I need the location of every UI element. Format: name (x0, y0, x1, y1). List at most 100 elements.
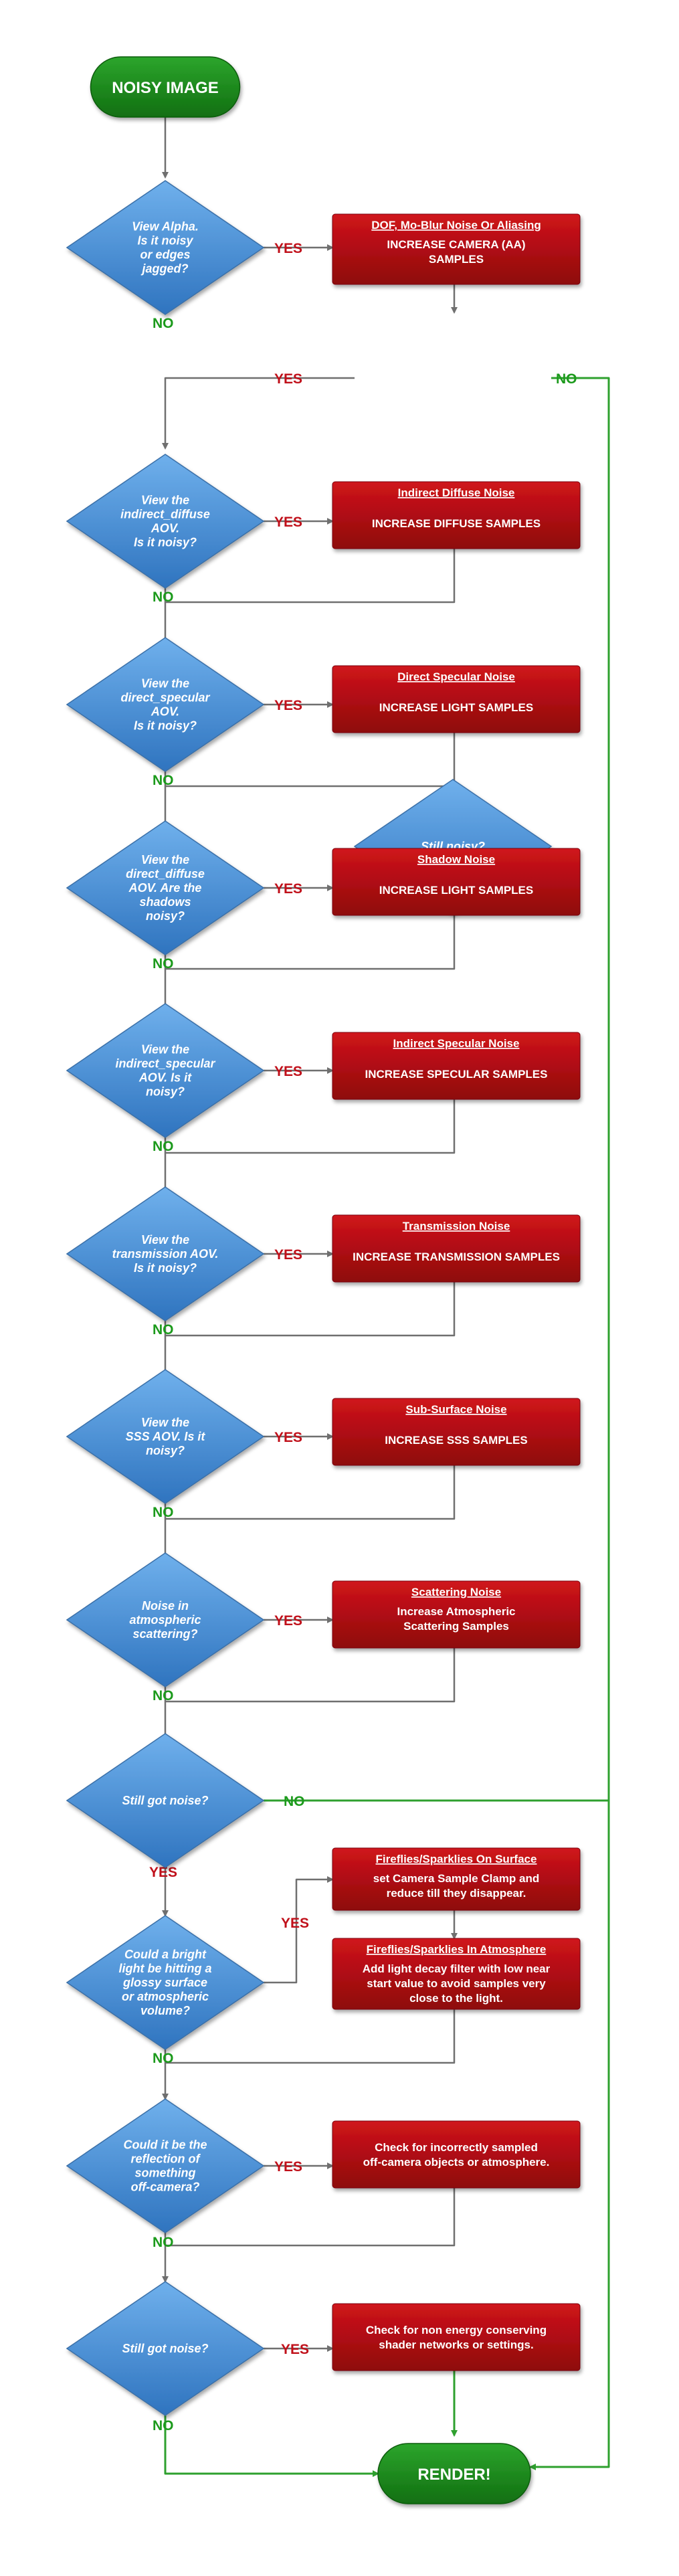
decision-text: Is it noisy? (134, 1261, 197, 1275)
no-label: NO (153, 1505, 174, 1520)
decision-text: reflection of (130, 2152, 201, 2166)
decision-text: SSS AOV. Is it (126, 1430, 206, 1443)
action-text: shader networks or settings. (379, 2338, 533, 2351)
yes-label: YES (274, 1247, 302, 1263)
no-label: NO (153, 1139, 174, 1154)
flow-connector (165, 1648, 456, 1703)
decision-diamond (66, 637, 265, 772)
yes-label: YES (274, 2159, 302, 2175)
no-label: NO (153, 2051, 174, 2066)
flow-connector (165, 915, 456, 970)
start-terminal-label: NOISY IMAGE (112, 79, 219, 97)
action-box: Check for incorrectly sampledoff-camera … (332, 2120, 581, 2189)
yes-label: YES (274, 515, 302, 530)
no-label: NO (153, 773, 174, 788)
flow-connector (165, 2009, 456, 2064)
no-label: NO (284, 1794, 305, 1809)
action-box-body (332, 1847, 581, 1911)
decision-text: or atmospheric (122, 1990, 209, 2003)
action-title: Indirect Specular Noise (393, 1037, 520, 1050)
action-text: Check for non energy conserving (366, 2324, 547, 2336)
decision-text: AOV. Are the (128, 881, 202, 895)
decision-text: Still got noise? (122, 2342, 209, 2355)
end-terminal: RENDER! (377, 2443, 531, 2504)
action-text: Increase Atmospheric (397, 1605, 516, 1618)
decision-text: View the (141, 1043, 189, 1056)
decision-text: Still got noise? (122, 1794, 209, 1807)
yes-label: YES (274, 698, 302, 713)
flow-connector (165, 1465, 456, 1520)
action-title: Transmission Noise (403, 1220, 510, 1232)
decision-diamond (66, 1915, 265, 2050)
flow-connector (264, 1876, 334, 1984)
decision-text: AOV. Is it (138, 1071, 192, 1085)
yes-label: YES (149, 1865, 177, 1880)
action-text: SAMPLES (429, 253, 484, 266)
yes-label: YES (274, 1430, 302, 1445)
decision-diamond (66, 454, 265, 589)
decision-text: transmission AOV. (112, 1247, 219, 1261)
decision-text: jagged? (140, 262, 188, 276)
end-terminal-label: RENDER! (417, 2466, 490, 2484)
flow-connector (165, 1099, 456, 1154)
decision-text: something (134, 2167, 195, 2180)
no-label: NO (153, 589, 174, 605)
action-box-body (332, 1214, 581, 1283)
decision-text: noisy? (146, 1085, 185, 1099)
action-title: Fireflies/Sparklies In Atmosphere (367, 1943, 547, 1956)
action-text: INCREASE LIGHT SAMPLES (379, 884, 533, 897)
action-text: off-camera objects or atmosphere. (363, 2156, 550, 2169)
yes-label: YES (281, 2342, 309, 2357)
action-text: INCREASE SSS SAMPLES (385, 1434, 528, 1447)
action-box: Check for non energy conserving shader ne… (332, 2303, 581, 2371)
decision-text: shadows (139, 895, 191, 909)
decision-text: glossy surface (122, 1976, 207, 1989)
decision-text: scattering? (132, 1627, 197, 1641)
decision-text: direct_specular (120, 691, 210, 705)
action-box-body (332, 1032, 581, 1100)
decision-text: or edges (140, 248, 190, 262)
decision-diamond (66, 1186, 265, 1321)
action-text: INCREASE TRANSMISSION SAMPLES (353, 1251, 560, 1263)
yes-label: YES (274, 1613, 302, 1629)
action-text: Scattering Samples (403, 1620, 509, 1633)
decision-text: Is it noisy? (134, 536, 197, 549)
decision-node: Still got noise? (66, 2281, 265, 2416)
decision-text: noisy? (146, 1444, 185, 1457)
start-terminal: NOISY IMAGE (90, 56, 241, 118)
action-box-body (332, 2120, 581, 2189)
action-text: close to the light. (409, 1992, 503, 2005)
decision-text: noisy? (146, 909, 185, 923)
no-label: NO (556, 371, 577, 387)
decision-diamond (66, 1369, 265, 1504)
action-text: INCREASE SPECULAR SAMPLES (365, 1068, 548, 1081)
no-label: NO (153, 2235, 174, 2250)
decision-diamond (66, 2098, 265, 2233)
no-label: NO (153, 1322, 174, 1338)
action-title: Shadow Noise (417, 853, 495, 866)
decision-text: volume? (140, 2004, 190, 2017)
decision-text: Noise in (142, 1599, 189, 1613)
end-terminal-shape (377, 2443, 531, 2504)
decision-text: light be hitting a (119, 1962, 212, 1975)
action-box-body (332, 1580, 581, 1649)
action-box-body (332, 481, 581, 549)
action-box-body (332, 2303, 581, 2371)
yes-label: YES (281, 1916, 309, 1931)
no-label: NO (153, 956, 174, 972)
decision-text: Is it noisy (137, 234, 193, 248)
action-title: Scattering Noise (411, 1586, 501, 1598)
decision-text: indirect_diffuse (120, 508, 210, 521)
decision-diamond (66, 1003, 265, 1138)
